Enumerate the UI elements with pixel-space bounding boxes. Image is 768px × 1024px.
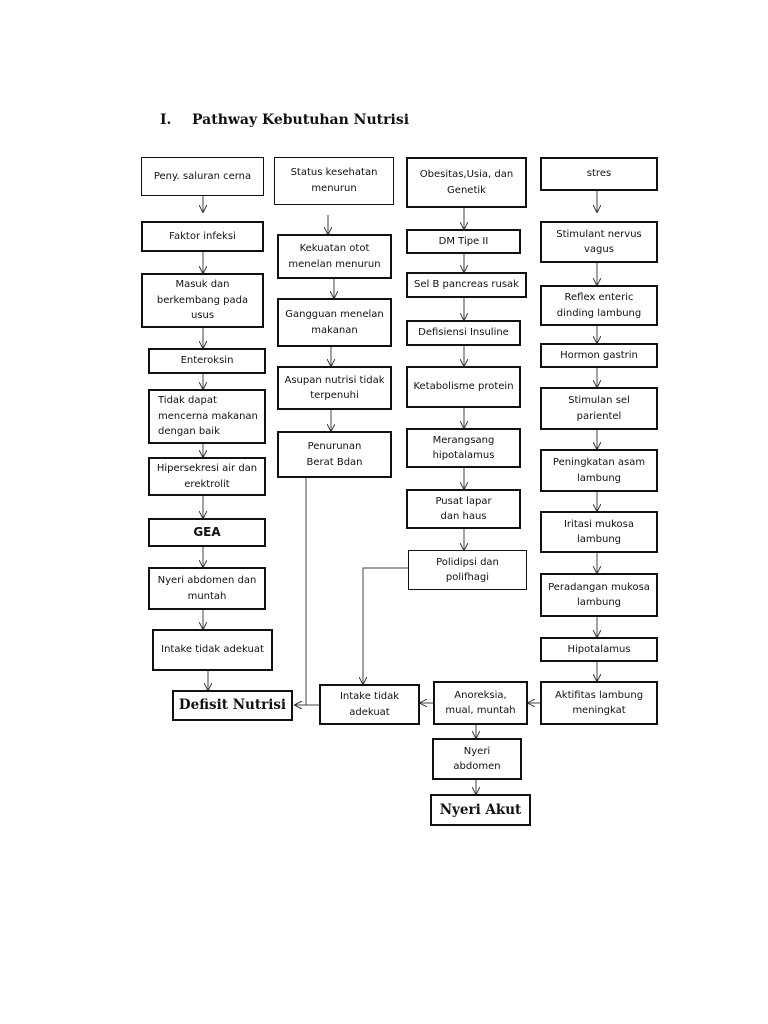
- title-text: Pathway Kebutuhan Nutrisi: [192, 112, 410, 128]
- node-penurunan-berat: Penurunan Berat Bdan: [277, 431, 392, 478]
- node-gangguan-menelan: Gangguan menelan makanan: [277, 298, 392, 347]
- node-nyeri-akut: Nyeri Akut: [430, 794, 531, 826]
- node-reflex-enteric: Reflex enteric dinding lambung: [540, 285, 658, 326]
- node-hipersekresi: Hipersekresi air dan erektrolit: [148, 457, 266, 496]
- node-nyeri-abdomen: Nyeri abdomen: [432, 738, 522, 780]
- node-masuk-berkembang: Masuk dan berkembang pada usus: [141, 273, 264, 328]
- node-merangsang-hipotalamus: Merangsang hipotalamus: [406, 428, 521, 468]
- node-faktor-infeksi: Faktor infeksi: [141, 221, 264, 252]
- node-iritasi-mukosa: Iritasi mukosa lambung: [540, 511, 658, 553]
- edge-penurunan-defisit: [295, 478, 307, 705]
- node-asupan-nutrisi: Asupan nutrisi tidak terpenuhi: [277, 366, 392, 410]
- node-intake-tidak-adekuat-center: Intake tidak adekuat: [319, 684, 420, 725]
- node-obesitas-usia-genetik: Obesitas,Usia, dan Genetik: [406, 157, 527, 208]
- node-intake-tidak-adekuat-left: Intake tidak adekuat: [152, 629, 273, 671]
- node-peradangan-mukosa: Peradangan mukosa lambung: [540, 573, 658, 617]
- node-stimulan-sel-parientel: Stimulan sel parientel: [540, 387, 658, 430]
- node-stimulant-nervus-vagus: Stimulant nervus vagus: [540, 221, 658, 263]
- node-ketabolisme-protein: Ketabolisme protein: [406, 366, 521, 408]
- node-nyeri-abdomen-muntah: Nyeri abdomen dan muntah: [148, 567, 266, 610]
- node-defisiensi-insuline: Defisiensi Insuline: [406, 320, 521, 346]
- node-peny-saluran-cerna: Peny. saluran cerna: [141, 157, 264, 196]
- edge-polidipsi-intake: [363, 567, 408, 684]
- node-hormon-gastrin: Hormon gastrin: [540, 343, 658, 368]
- node-hipotalamus: Hipotalamus: [540, 637, 658, 662]
- node-pusat-lapar: Pusat lapar dan haus: [406, 489, 521, 529]
- node-sel-b-pancreas: Sel B pancreas rusak: [406, 272, 527, 298]
- node-status-kesehatan: Status kesehatan menurun: [274, 157, 394, 205]
- node-gea: GEA: [148, 518, 266, 547]
- section-number: I.: [160, 112, 172, 128]
- node-polidipsi-polifhagi: Polidipsi dan polifhagi: [408, 550, 527, 590]
- node-defisit-nutrisi: Defisit Nutrisi: [172, 690, 293, 721]
- node-stres: stres: [540, 157, 658, 191]
- node-aktifitas-lambung: Aktifitas lambung meningkat: [540, 681, 658, 725]
- node-enteroksin: Enteroksin: [148, 348, 266, 374]
- node-tidak-dapat-mencerna: Tidak dapat mencerna makanan dengan baik: [148, 389, 266, 444]
- node-dm-tipe-ii: DM Tipe II: [406, 229, 521, 254]
- node-anoreksia-mual-muntah: Anoreksia, mual, muntah: [433, 681, 528, 725]
- node-kekuatan-otot: Kekuatan otot menelan menurun: [277, 234, 392, 279]
- node-peningkatan-asam: Peningkatan asam lambung: [540, 449, 658, 492]
- page-title: I. Pathway Kebutuhan Nutrisi: [160, 112, 409, 128]
